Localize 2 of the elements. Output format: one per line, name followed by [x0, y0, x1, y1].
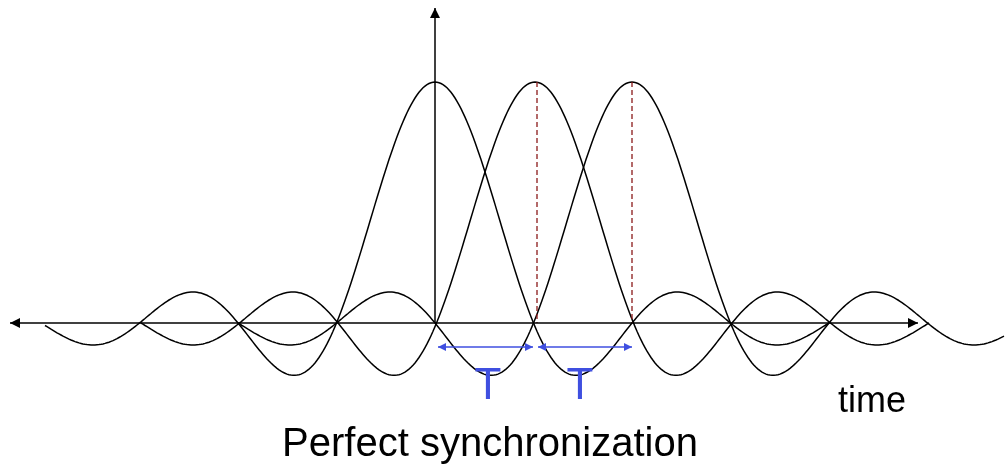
axis-label: time	[838, 382, 906, 418]
caption: Perfect synchronization	[282, 422, 698, 462]
